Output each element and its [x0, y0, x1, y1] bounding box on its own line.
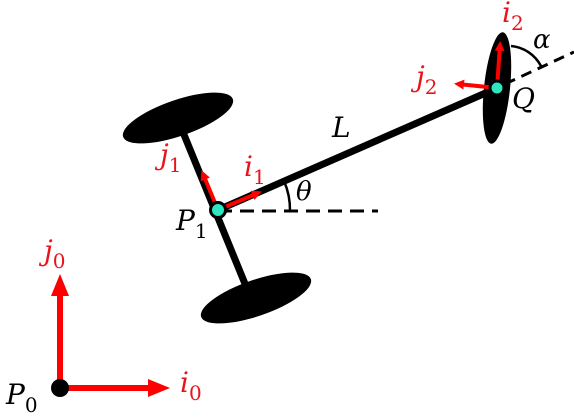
label-i2: i2	[502, 0, 524, 35]
label-i0: i0	[180, 366, 202, 405]
rear-wheel-top	[122, 92, 234, 144]
label-q: Q	[512, 82, 535, 115]
label-p1: P1	[175, 204, 208, 243]
theta-arc	[282, 180, 292, 212]
rear-wheel-bottom	[200, 272, 312, 324]
p1-joint	[209, 201, 227, 219]
q-joint	[488, 79, 506, 97]
reference-dashed-line-q	[504, 50, 574, 86]
link-l	[216, 84, 499, 214]
p0-point	[51, 379, 69, 397]
label-i1: i1	[244, 150, 266, 189]
label-alpha: α	[533, 25, 551, 55]
label-p0: P0	[5, 378, 38, 417]
label-j1: j1	[154, 138, 181, 177]
label-j0: j0	[38, 234, 65, 273]
label-j2: j2	[410, 60, 437, 99]
label-theta: θ	[296, 177, 312, 207]
alpha-arc	[510, 44, 543, 67]
label-l: L	[331, 111, 351, 144]
